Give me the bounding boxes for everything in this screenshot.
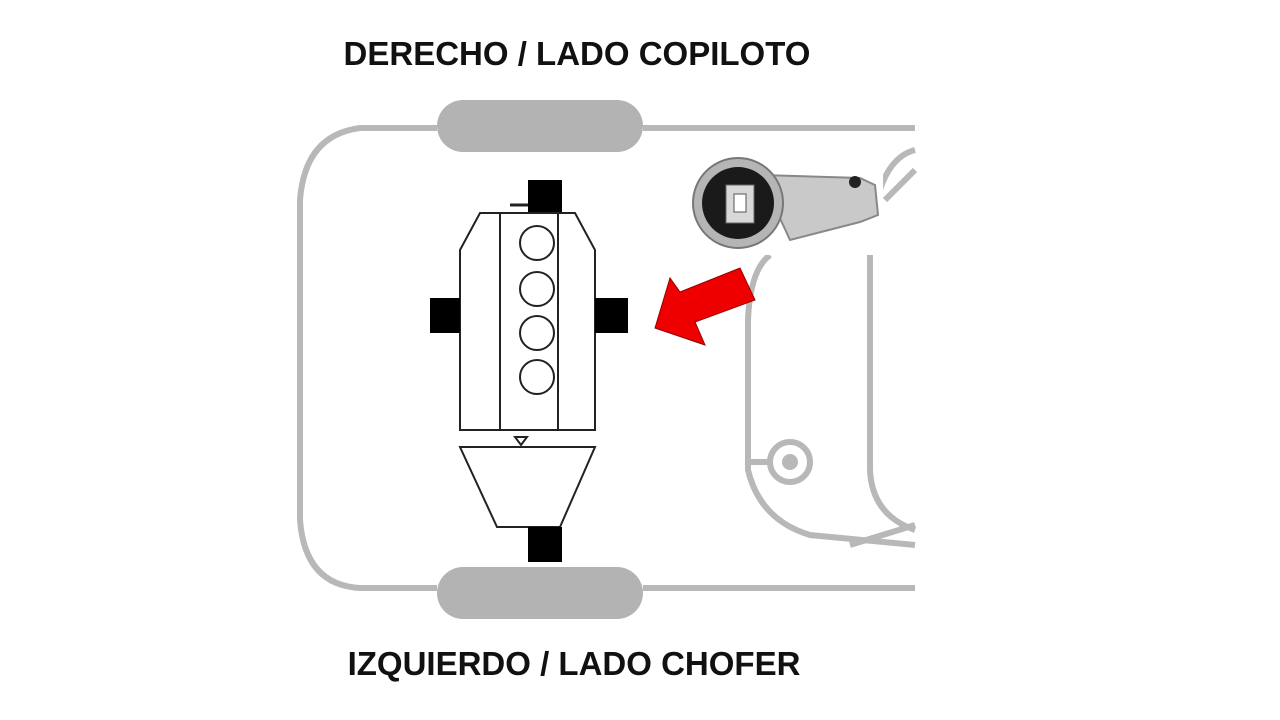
engine-block xyxy=(458,203,597,528)
mount-right xyxy=(595,298,628,333)
red-arrow xyxy=(654,267,756,346)
top-side-label: DERECHO / LADO COPILOTO xyxy=(343,35,811,72)
engine-mount-photo xyxy=(688,150,883,255)
mount-bottom xyxy=(528,527,562,562)
front-right-wheel xyxy=(437,100,643,152)
bottom-side-label: IZQUIERDO / LADO CHOFER xyxy=(347,645,801,682)
mount-left xyxy=(430,298,460,333)
gearbox xyxy=(458,446,597,528)
mount-top xyxy=(528,180,562,212)
front-left-wheel xyxy=(437,567,643,619)
car-outline xyxy=(297,125,918,591)
